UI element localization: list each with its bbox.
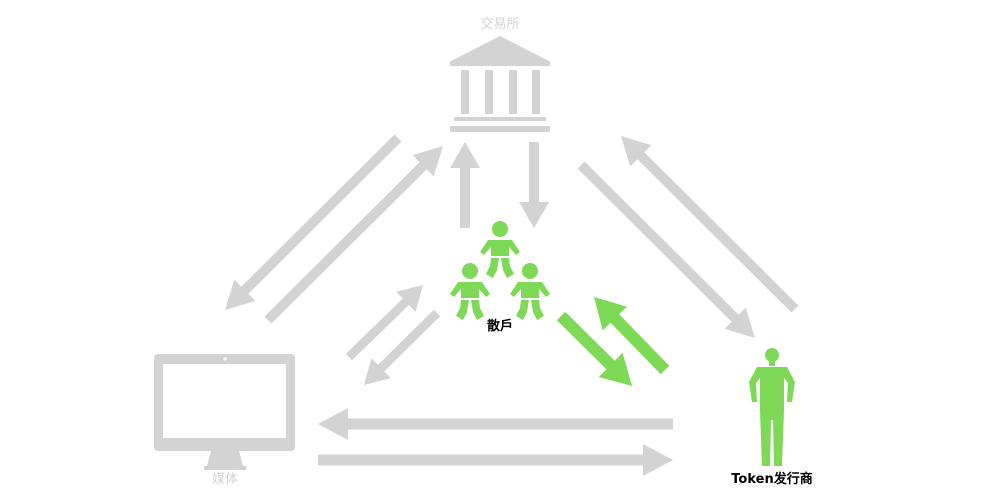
issuer-label: Token发行商 (731, 471, 812, 487)
bank-icon (449, 36, 551, 132)
arrow-exchange-to-media (225, 134, 402, 310)
arrow-retail-to-exchange (450, 142, 480, 228)
baby-group-icon (450, 221, 550, 320)
arrow-media-to-retail (345, 285, 423, 361)
baby-figure-top (480, 221, 520, 278)
arrow-issuer-to-media (318, 408, 673, 440)
arrow-issuer-to-exchange (621, 136, 799, 313)
arrow-media-to-exchange (264, 146, 443, 324)
arrow-retail-to-media (364, 309, 441, 385)
arrow-exchange-to-issuer (577, 161, 755, 338)
exchange-label: 交易所 (480, 16, 519, 32)
arrow-issuer-to-retail (594, 297, 670, 375)
person-icon (749, 348, 795, 466)
baby-figure-left (450, 263, 490, 320)
arrow-media-to-issuer (318, 444, 673, 476)
arrow-retail-to-issuer (556, 311, 632, 386)
media-label: 媒体 (212, 472, 238, 487)
arrows-layer (225, 134, 799, 476)
monitor-icon (154, 354, 295, 470)
arrow-exchange-to-retail (519, 142, 549, 228)
baby-figure-right (510, 263, 550, 320)
retail-label: 散戶 (487, 318, 513, 334)
